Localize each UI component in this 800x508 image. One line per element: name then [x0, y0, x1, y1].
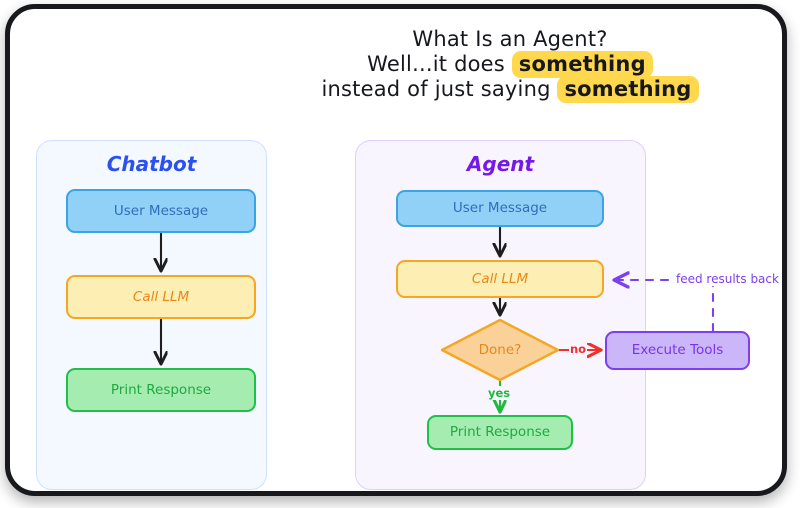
chatbot-node-user-message-label: User Message: [113, 202, 209, 219]
agent-node-print-response-label: Print Response: [449, 424, 551, 441]
agent-node-print-response[interactable]: Print Response: [427, 415, 573, 450]
title-highlight-2: something: [557, 76, 699, 103]
panel-agent-title: Agent: [466, 152, 535, 176]
chatbot-node-call-llm-label: Call LLM: [132, 288, 190, 305]
agent-node-user-message-label: User Message: [452, 200, 548, 217]
edge-label-no: no: [569, 342, 588, 356]
diamond-shape: [440, 318, 560, 382]
page-title: What Is an Agent? Well...it does somethi…: [260, 27, 760, 103]
title-line-1: What Is an Agent?: [412, 27, 608, 51]
node-execute-tools-label: Execute Tools: [631, 342, 724, 359]
chatbot-node-print-response[interactable]: Print Response: [66, 368, 256, 412]
edge-label-yes: yes: [486, 386, 513, 400]
agent-node-call-llm-label: Call LLM: [471, 270, 529, 287]
edge-label-feed-results-back: feed results back: [674, 272, 781, 286]
title-line-3: instead of just saying something: [260, 76, 760, 103]
chatbot-node-print-response-label: Print Response: [110, 381, 212, 398]
chatbot-node-call-llm[interactable]: Call LLM: [66, 275, 256, 319]
agent-node-call-llm[interactable]: Call LLM: [396, 260, 604, 298]
title-line-2: Well...it does something: [260, 51, 760, 78]
title-highlight-1: something: [511, 51, 653, 78]
title-line-2-text: Well...it does: [367, 52, 512, 76]
agent-node-done-decision[interactable]: Done?: [440, 318, 560, 382]
panel-chatbot-title: Chatbot: [106, 152, 197, 176]
node-execute-tools[interactable]: Execute Tools: [605, 331, 750, 370]
chatbot-node-user-message[interactable]: User Message: [66, 189, 256, 233]
agent-node-user-message[interactable]: User Message: [396, 190, 604, 227]
title-line-3-text: instead of just saying: [321, 77, 558, 101]
